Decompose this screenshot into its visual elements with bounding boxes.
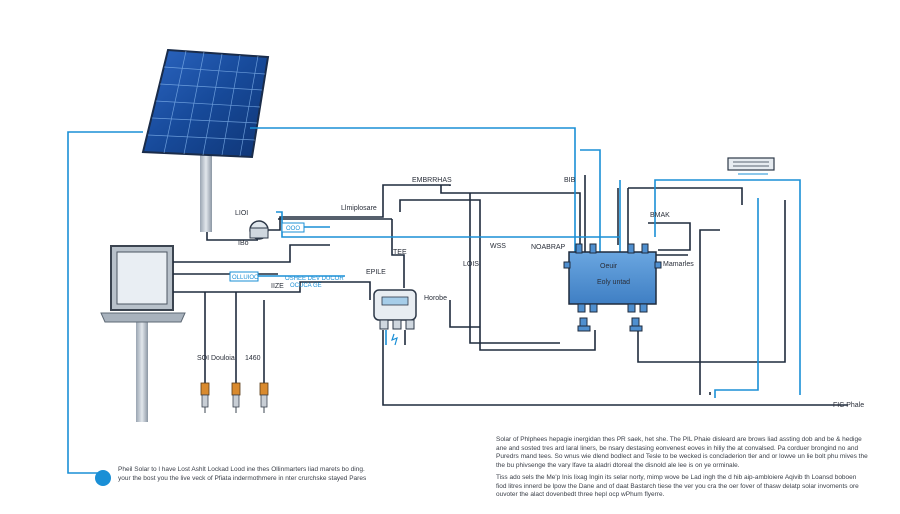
label-sensor-right: 1460 (245, 355, 261, 362)
label-wire-ws: WSS (490, 243, 506, 250)
label-junction-upper: Llmiplosare (341, 205, 377, 212)
note-left-line-1: Pheil Solar to l have Lost Ashlt Lockad … (118, 466, 365, 473)
blue-wiring (67, 127, 801, 474)
blue-tag-upper: OOO (286, 226, 300, 232)
label-sensor-left: SOI Douloia (197, 355, 235, 362)
label-inverter-title: Oeuir (600, 263, 618, 270)
label-cyan-1: OSHEE DEV DUCOR (285, 276, 344, 282)
breaker-panel (727, 157, 775, 181)
label-right-mark: BMAK (650, 212, 670, 219)
monitor-shelf (100, 312, 186, 323)
label-inverter-side: Mamarles (663, 261, 694, 268)
label-left-small: IIZE (271, 283, 284, 290)
label-top-right-tag: BIB (564, 177, 576, 184)
blue-tag-lower-box (229, 271, 259, 282)
label-wire-l: LOIS (463, 261, 479, 268)
solar-panel (141, 48, 270, 232)
dark-wiring (173, 175, 848, 406)
blue-dot-icon (95, 470, 111, 486)
label-mid-small: EPILE (366, 269, 386, 276)
label-bottom-right: FIC Phale (833, 402, 864, 409)
note-right-para-1: Solar of Phlphees hepagie inergidan thes… (496, 436, 868, 469)
monitor-screen (116, 251, 168, 305)
junction-box (249, 220, 269, 240)
sensor-left (200, 382, 210, 413)
label-junction-small: LIOI (235, 210, 248, 217)
sensor-right (259, 382, 269, 413)
inverter (563, 243, 662, 332)
blue-tag-upper-box (281, 222, 305, 233)
label-meter: Horobe (424, 295, 447, 302)
label-inverter-tag: NOABRAP (531, 244, 566, 251)
label-mid-tab: TEE (393, 249, 407, 256)
solar-panel-grid (147, 50, 266, 157)
label-junction-low: IBo (238, 240, 249, 247)
note-right-para-2: Tiss ado sels the Me'p Inis lixag Ingin … (496, 474, 859, 498)
label-inverter-main: Eoly untad (597, 279, 630, 286)
blue-tag-lower: OLLUIOO (232, 275, 259, 281)
note-left-line-2: your the bost you the live veck of Pfiat… (118, 474, 367, 482)
monitor-pole (136, 318, 148, 422)
note-left: Pheil Solar to l have Lost Ashlt Lockad … (118, 466, 418, 483)
sensor-middle (231, 382, 241, 413)
solar-panel-face (141, 48, 270, 159)
note-right: Solar of Phlphees hepagie inergidan thes… (496, 436, 868, 504)
label-top-wire: EMBRRHAS (412, 177, 452, 184)
monitor-station (100, 245, 186, 422)
solar-pole (200, 150, 212, 232)
label-cyan-2: OCUCA GE (290, 283, 322, 289)
charge-controller (373, 289, 417, 346)
